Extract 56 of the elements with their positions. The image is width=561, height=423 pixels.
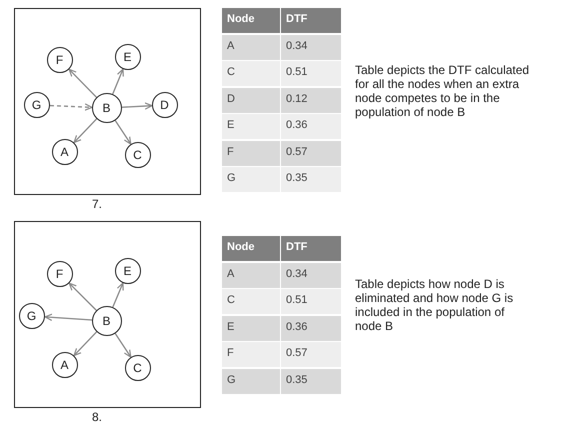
table-cell: 0.57	[281, 140, 341, 166]
header-cell: DTF	[281, 8, 341, 33]
description-text: Table depicts how node D is eliminated and how node G is included in the population of node B	[355, 277, 514, 333]
table-cell: G	[222, 167, 280, 192]
panel-frame	[14, 221, 201, 408]
table-cell: 0.35	[281, 167, 341, 192]
dashed-arrow	[50, 103, 93, 111]
arrow	[114, 333, 132, 358]
arrow	[68, 68, 97, 98]
panel-number: 7.	[90, 197, 103, 211]
table-cell: 0.12	[281, 88, 341, 112]
table-cell: 0.34	[281, 262, 341, 288]
arrow	[114, 120, 132, 145]
table-cell: 0.57	[281, 342, 341, 367]
arrow	[73, 118, 98, 144]
table-cell: 0.36	[281, 114, 341, 139]
table-cell: E	[222, 316, 280, 340]
arrow	[112, 282, 124, 308]
table-cell: A	[222, 34, 280, 60]
header-cell: Node	[222, 8, 280, 33]
arrow	[112, 68, 124, 94]
node-circle: C	[124, 142, 150, 168]
table-cell: A	[222, 262, 280, 288]
node-circle: D	[152, 92, 178, 118]
node-circle: B	[92, 92, 122, 122]
arrow	[73, 331, 98, 356]
table-cell: C	[222, 61, 280, 86]
node-circle: G	[18, 302, 44, 328]
table-cell: F	[222, 140, 280, 166]
arrow	[68, 282, 97, 311]
table-cell: F	[222, 342, 280, 367]
table-cell: 0.51	[281, 289, 341, 314]
table-cell: D	[222, 88, 280, 112]
arrow	[122, 102, 153, 110]
node-circle: F	[46, 46, 72, 72]
node-circle: E	[114, 44, 140, 70]
arrow	[44, 314, 92, 322]
table-cell: 0.36	[281, 316, 341, 340]
panel-number: 8.	[90, 410, 103, 423]
table-cell: C	[222, 289, 280, 314]
node-circle: F	[46, 260, 72, 286]
node-circle: B	[92, 306, 122, 336]
node-circle: C	[124, 354, 150, 380]
node-circle: A	[52, 352, 78, 378]
table-cell: 0.51	[281, 61, 341, 86]
node-circle: A	[52, 138, 78, 164]
header-cell: Node	[222, 236, 280, 261]
description-text: Table depicts the DTF calculated for all the nodes when an extra node competes to be in the population of node B	[355, 63, 530, 119]
panel-frame	[14, 8, 201, 195]
header-cell: DTF	[281, 236, 341, 261]
table-cell: 0.35	[281, 368, 341, 394]
table-cell: E	[222, 114, 280, 139]
node-circle: E	[114, 258, 140, 284]
table-cell: G	[222, 368, 280, 394]
table-cell: 0.34	[281, 34, 341, 60]
node-circle: G	[24, 92, 50, 118]
